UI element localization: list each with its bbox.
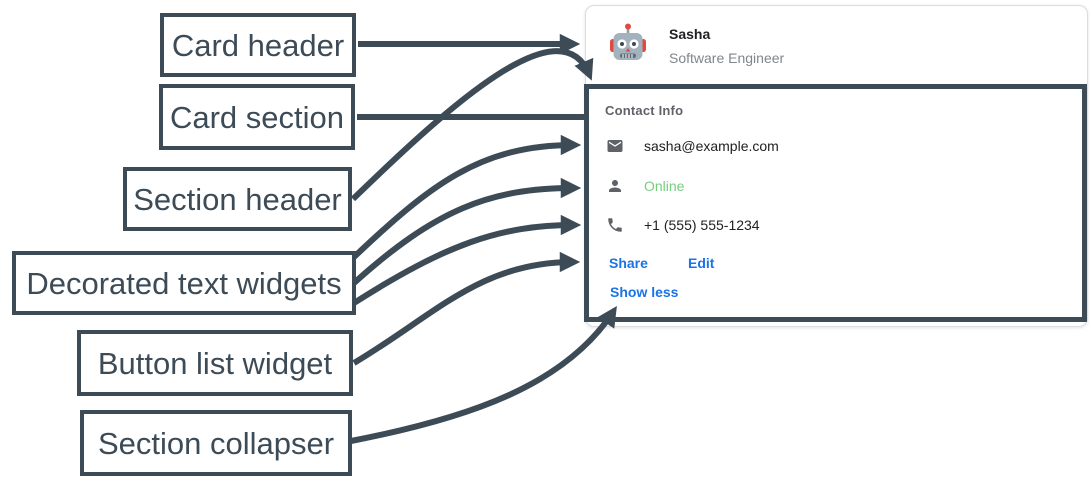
decorated-text-widget-email: sasha@example.com [606,136,779,156]
card-title: Sasha [669,26,711,42]
label-decorated-text-widgets: Decorated text widgets [12,251,356,315]
label-section-header-text: Section header [133,181,342,217]
show-less-button[interactable]: Show less [610,284,679,300]
mail-icon [607,140,623,152]
decorated-text-widget-phone: +1 (555) 555-1234 [606,215,760,235]
edit-button[interactable]: Edit [688,255,715,271]
person-icon [609,180,621,192]
card-subtitle: Software Engineer [669,50,785,66]
label-card-header-text: Card header [171,27,345,63]
section-header-arrow [350,48,594,202]
label-card-header: Card header [160,13,356,77]
chat-app-card: Sasha Software Engineer Contact Info sas… [585,5,1088,327]
phone-text: +1 (555) 555-1234 [644,217,760,233]
label-section-collapser: Section collapser [80,410,352,476]
label-section-header: Section header [123,167,352,231]
button-list-arrow [352,251,581,366]
share-button[interactable]: Share [609,255,648,271]
section-collapser-arrow [350,306,617,444]
phone-icon [608,218,622,232]
label-button-list-widget-text: Button list widget [97,345,333,381]
label-card-section: Card section [159,84,355,150]
section-header-text: Contact Info [605,103,684,118]
label-decorated-text-widgets-text: Decorated text widgets [26,265,342,301]
decorated-text-widget-status: Online [606,176,684,196]
email-text: sasha@example.com [644,138,779,154]
decorated-text-arrow-status [351,177,582,286]
label-card-section-text: Card section [169,99,345,135]
decorated-text-arrow-phone [352,214,582,306]
label-section-collapser-text: Section collapser [97,425,335,461]
decorated-text-arrow-email [350,134,582,261]
label-button-list-widget: Button list widget [77,330,353,396]
card-section-highlight-outline [584,84,1087,322]
status-text: Online [644,178,685,194]
robot-avatar-icon [610,23,646,60]
